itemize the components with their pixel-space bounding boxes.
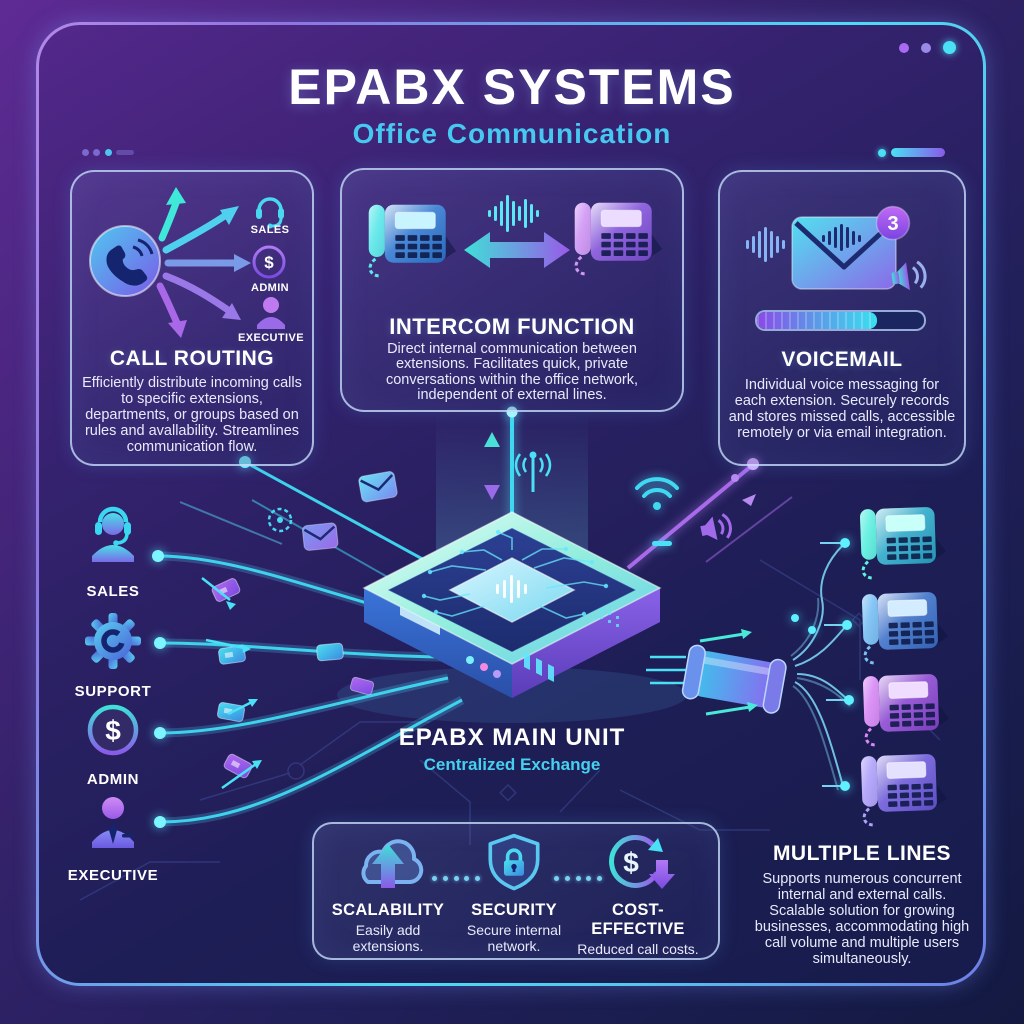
department-connection-lines xyxy=(152,550,465,828)
extension-phone-purple xyxy=(861,672,952,747)
department-admin: $ ADMIN xyxy=(53,698,173,788)
department-label: SUPPORT xyxy=(74,683,152,700)
page-title: EPABX SYSTEMS xyxy=(288,59,736,115)
svg-text:$: $ xyxy=(264,253,274,272)
waveform-icon xyxy=(746,227,785,262)
department-sales: SALES xyxy=(53,502,173,600)
feature-title: SECURITY xyxy=(471,901,557,919)
route-label-sales: SALES xyxy=(250,224,290,236)
voicemail-envelope-icon xyxy=(791,216,897,290)
card-voicemail: 3 VOICEMAIL Individual voice messaging f… xyxy=(718,170,966,466)
dotted-separator xyxy=(554,876,602,881)
card-call-routing: $ SALES ADMIN EXECUTIVE CALL ROUTING Eff… xyxy=(70,170,314,466)
multiple-lines-title: MULTIPLE LINES xyxy=(772,842,952,865)
line-fan xyxy=(790,544,851,791)
envelope-icon xyxy=(301,522,339,551)
person-mini-icon xyxy=(257,297,285,329)
extension-phone-blue xyxy=(860,590,951,665)
route-label-executive: EXECUTIVE xyxy=(238,332,304,344)
department-executive: EXECUTIVE xyxy=(53,788,173,884)
intercom-drop-line xyxy=(506,406,518,524)
corner-dot-purple xyxy=(899,43,909,53)
extension-phone-teal xyxy=(858,505,949,580)
voice-waveform-icon xyxy=(488,195,539,232)
main-unit-title: EPABX MAIN UNIT xyxy=(398,724,626,751)
gear-icon xyxy=(85,613,141,669)
voicemail-progress-fill xyxy=(757,312,878,329)
call-routing-title: CALL ROUTING xyxy=(109,347,275,370)
voicemail-progress-bar xyxy=(755,310,926,331)
feature-security: SECURITY Secure internal network. xyxy=(448,832,580,954)
intercom-title: INTERCOM FUNCTION xyxy=(389,314,635,339)
call-ring-icon xyxy=(267,507,293,533)
svg-text:$: $ xyxy=(623,847,639,878)
voicemail-graphic: 3 xyxy=(746,205,927,291)
card-features: SCALABILITY Easily add extensions. SECUR… xyxy=(312,822,720,960)
department-label: ADMIN xyxy=(86,771,140,788)
right-ornament-dot xyxy=(878,149,886,157)
shield-lock-icon xyxy=(488,833,540,891)
route-label-admin: ADMIN xyxy=(250,282,290,294)
voicemail-link-line xyxy=(626,458,793,570)
headset-mini-icon xyxy=(256,197,284,229)
corner-dot-cyan xyxy=(943,41,956,54)
updown-arrow-icon xyxy=(484,432,500,500)
page-subtitle: Office Communication xyxy=(352,118,672,149)
envelope-icon xyxy=(358,471,398,503)
notification-badge: 3 xyxy=(875,205,911,241)
data-packet-chips xyxy=(211,578,375,779)
corner-dot-lavender xyxy=(921,43,931,53)
call-routing-description: Efficiently distribute incoming calls to… xyxy=(82,375,302,455)
department-support: SUPPORT xyxy=(53,608,173,700)
wifi-icon xyxy=(635,477,679,510)
card-intercom: INTERCOM FUNCTION Direct internal commun… xyxy=(340,168,684,412)
feature-scalability: SCALABILITY Easily add extensions. xyxy=(322,832,454,954)
feature-title: SCALABILITY xyxy=(331,901,445,919)
feature-title: COST-EFFECTIVE xyxy=(591,901,685,938)
voicemail-title: VOICEMAIL xyxy=(781,348,903,371)
main-unit-subtitle: Centralized Exchange xyxy=(423,755,601,774)
intercom-description: Direct internal communication between ex… xyxy=(385,341,638,404)
extension-phone-violet xyxy=(859,752,950,827)
department-label: EXECUTIVE xyxy=(67,867,159,884)
voicemail-description: Individual voice messaging for each exte… xyxy=(728,377,956,441)
svg-text:3: 3 xyxy=(887,213,898,235)
unit-port-slot xyxy=(400,606,440,635)
cloud-upload-icon xyxy=(361,839,424,888)
bidirectional-arrow xyxy=(464,232,570,268)
call-routing-graphic: $ xyxy=(89,187,286,338)
epabx-unit-illustration xyxy=(362,511,662,698)
flow-arrows-left xyxy=(201,577,262,790)
feature-cost-effective: $ COST-EFFECTIVE Reduced call costs. xyxy=(572,832,704,957)
dollar-circle-icon: $ xyxy=(87,704,139,756)
multiple-lines-description: Supports numerous concurrent internal an… xyxy=(754,871,970,967)
left-ornament-dash xyxy=(116,150,134,155)
right-ornament-pill xyxy=(891,148,945,157)
left-ornament-dots xyxy=(82,149,89,156)
intercom-phone-right xyxy=(573,201,664,276)
svg-text:$: $ xyxy=(105,715,121,746)
antenna-icon xyxy=(514,451,552,492)
executive-person-icon xyxy=(92,797,134,848)
header: EPABX SYSTEMS Office Communication xyxy=(0,58,1024,150)
speaker-playback-icon xyxy=(891,260,927,291)
intercom-graphic xyxy=(367,195,664,278)
main-unit-label: EPABX MAIN UNIT Centralized Exchange xyxy=(362,724,662,775)
speaker-icon xyxy=(700,513,732,540)
waveform-core xyxy=(496,575,527,603)
feature-description: Reduced call costs. xyxy=(577,941,699,957)
department-label: SALES xyxy=(86,583,140,600)
phone-circle-icon xyxy=(89,225,161,297)
multiple-lines-section: MULTIPLE LINES Supports numerous concurr… xyxy=(748,842,976,967)
intercom-phone-left xyxy=(367,203,458,278)
feature-description: Easily add extensions. xyxy=(352,922,424,954)
support-agent-icon xyxy=(92,506,134,562)
dollar-mini-icon: $ xyxy=(252,245,286,279)
dollar-cycle-icon: $ xyxy=(609,835,675,889)
feature-description: Secure internal network. xyxy=(466,922,562,954)
trunk-cable xyxy=(646,538,854,791)
dotted-separator xyxy=(432,876,480,881)
routing-arrows xyxy=(156,187,251,338)
